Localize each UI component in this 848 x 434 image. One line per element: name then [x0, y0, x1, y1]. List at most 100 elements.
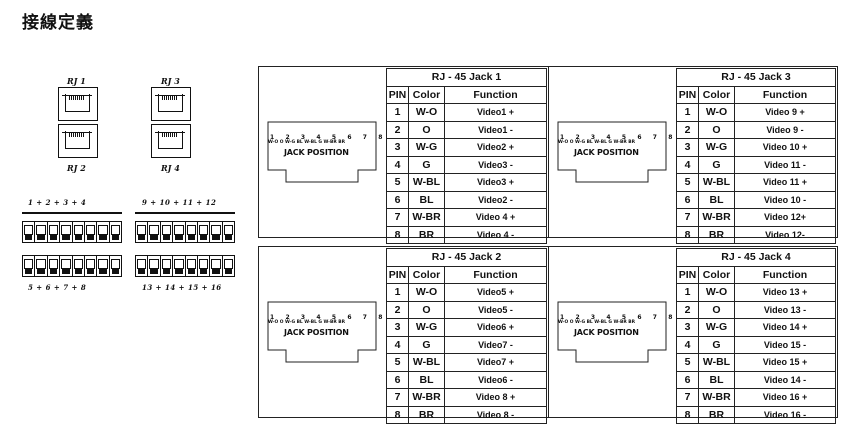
- function-cell: Video 15 -: [734, 335, 836, 354]
- color-cell: BL: [698, 370, 735, 389]
- terminal-block: [22, 221, 122, 243]
- rj-label: RJ 3: [161, 76, 180, 86]
- table-title: RJ - 45 Jack 1: [386, 68, 547, 87]
- function-cell: Video 13 +: [734, 283, 836, 302]
- terminal-numbers-top: 9 + 10 + 11 + 12: [142, 198, 217, 207]
- color-cell: BR: [698, 225, 735, 244]
- pin-cell: 3: [386, 318, 409, 337]
- divider: [22, 212, 122, 214]
- pin-codes: W-O O W-G BL W-BL G W-BR BR: [558, 140, 635, 145]
- function-cell: Video1 -: [444, 120, 547, 139]
- jack-position-label: JACK POSITION: [284, 148, 349, 157]
- col-header-color: Color: [698, 85, 735, 104]
- color-cell: W-BL: [408, 353, 445, 372]
- color-cell: O: [408, 120, 445, 139]
- table-title: RJ - 45 Jack 3: [676, 68, 836, 87]
- table-title: RJ - 45 Jack 2: [386, 248, 547, 267]
- function-cell: Video 10 +: [734, 138, 836, 157]
- jack-position-label: JACK POSITION: [574, 148, 639, 157]
- terminal-block: [22, 255, 122, 277]
- pin-cell: 6: [386, 190, 409, 209]
- color-cell: W-G: [698, 138, 735, 157]
- color-cell: W-BR: [698, 388, 735, 407]
- function-cell: Video2 -: [444, 190, 547, 209]
- function-cell: Video7 -: [444, 335, 547, 354]
- terminal-block: [135, 221, 235, 243]
- terminal-numbers-bottom: 13 + 14 + 15 + 16: [142, 283, 222, 292]
- col-header-pin: PIN: [386, 85, 409, 104]
- color-cell: W-G: [408, 318, 445, 337]
- jack-position-diagram: 1 2 3 4 5 6 7 8 W-O O W-G BL W-BL G W-BR…: [556, 301, 672, 366]
- pin-cell: 1: [386, 283, 409, 302]
- color-cell: O: [698, 300, 735, 319]
- pin-cell: 4: [386, 155, 409, 174]
- color-cell: BR: [698, 405, 735, 424]
- pin-cell: 7: [676, 388, 699, 407]
- pin-cell: 2: [676, 300, 699, 319]
- jack-position-label: JACK POSITION: [284, 328, 349, 337]
- col-header-pin: PIN: [676, 85, 699, 104]
- pin-codes: W-O O W-G BL W-BL G W-BR BR: [268, 140, 345, 145]
- function-cell: Video 8 +: [444, 388, 547, 407]
- table-title: RJ - 45 Jack 4: [676, 248, 836, 267]
- col-header-color: Color: [408, 85, 445, 104]
- color-cell: W-O: [408, 283, 445, 302]
- color-cell: W-BL: [408, 173, 445, 192]
- function-cell: Video 16 +: [734, 388, 836, 407]
- rj45-port-icon: [151, 87, 191, 121]
- pin-cell: 2: [676, 120, 699, 139]
- pin-cell: 7: [386, 388, 409, 407]
- color-cell: W-G: [698, 318, 735, 337]
- col-header-function: Function: [734, 265, 836, 284]
- pin-cell: 1: [386, 103, 409, 122]
- color-cell: W-BR: [408, 208, 445, 227]
- pin-cell: 1: [676, 103, 699, 122]
- pin-cell: 6: [676, 370, 699, 389]
- color-cell: BL: [408, 190, 445, 209]
- function-cell: Video3 +: [444, 173, 547, 192]
- color-cell: O: [698, 120, 735, 139]
- rj45-port-icon: [58, 87, 98, 121]
- color-cell: G: [698, 335, 735, 354]
- rj45-port-icon: [58, 124, 98, 158]
- function-cell: Video 4 +: [444, 208, 547, 227]
- rj45-port-icon: [151, 124, 191, 158]
- pin-cell: 4: [386, 335, 409, 354]
- function-cell: Video 15 +: [734, 353, 836, 372]
- function-cell: Video6 +: [444, 318, 547, 337]
- pin-cell: 5: [386, 173, 409, 192]
- function-cell: Video 10 -: [734, 190, 836, 209]
- color-cell: W-BL: [698, 353, 735, 372]
- color-cell: G: [698, 155, 735, 174]
- jack-position-diagram: 1 2 3 4 5 6 7 8 W-O O W-G BL W-BL G W-BR…: [556, 121, 672, 186]
- pin-numbers: 1 2 3 4 5 6 7 8: [560, 134, 678, 141]
- function-cell: Video1 +: [444, 103, 547, 122]
- function-cell: Video 13 -: [734, 300, 836, 319]
- pin-cell: 5: [386, 353, 409, 372]
- function-cell: Video5 -: [444, 300, 547, 319]
- rj-label: RJ 4: [161, 163, 180, 173]
- pin-cell: 8: [676, 405, 699, 424]
- color-cell: G: [408, 155, 445, 174]
- color-cell: BL: [408, 370, 445, 389]
